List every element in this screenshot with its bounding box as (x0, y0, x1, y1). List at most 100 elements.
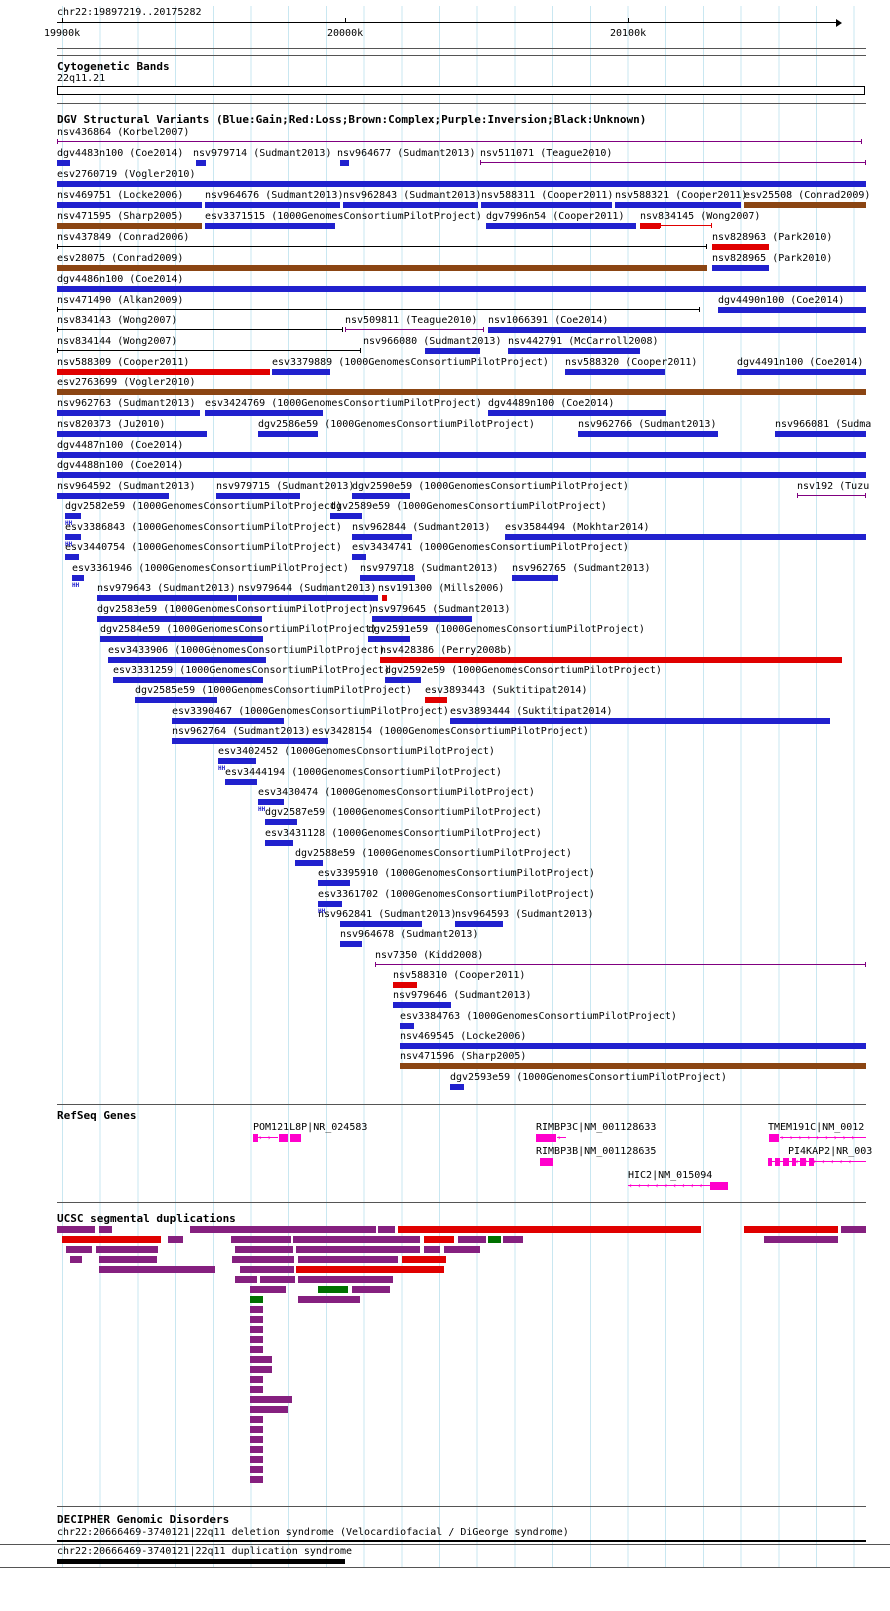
segdup-bar[interactable] (96, 1246, 158, 1253)
gene-exon[interactable] (710, 1182, 728, 1190)
variant-bar[interactable] (578, 431, 718, 437)
variant-bar[interactable] (425, 697, 447, 703)
variant-bar[interactable] (57, 472, 866, 478)
variant-bar[interactable] (196, 160, 206, 166)
variant-bar[interactable] (65, 554, 79, 560)
variant-bar[interactable] (225, 779, 257, 785)
variant-bar[interactable] (488, 327, 866, 333)
variant-bar[interactable] (640, 223, 660, 229)
variant-bar[interactable] (486, 223, 636, 229)
variant-bar[interactable] (258, 431, 318, 437)
variant-bar[interactable] (218, 758, 256, 764)
gene-exon[interactable] (783, 1158, 789, 1166)
decipher-item-duplication-label[interactable]: chr22:20666469-3740121|22q11 duplication… (57, 1546, 353, 1557)
variant-bar[interactable] (57, 431, 207, 437)
variant-bar[interactable] (65, 513, 81, 519)
variant-bar[interactable] (295, 860, 323, 866)
variant-bar[interactable] (172, 718, 284, 724)
decipher-item-deletion-label[interactable]: chr22:20666469-3740121|22q11 deletion sy… (57, 1527, 569, 1538)
variant-bar[interactable] (393, 982, 417, 988)
variant-bar[interactable] (113, 677, 263, 683)
segdup-bar[interactable] (250, 1446, 263, 1453)
variant-line[interactable] (57, 139, 862, 144)
variant-bar[interactable] (272, 369, 330, 375)
segdup-bar[interactable] (250, 1436, 263, 1443)
variant-bar[interactable] (108, 657, 266, 663)
decipher-bar[interactable] (57, 1540, 866, 1542)
variant-line[interactable] (345, 327, 484, 332)
gene-intron-line[interactable]: ››››››››› (780, 1134, 866, 1142)
variant-bar[interactable] (343, 202, 478, 208)
segdup-bar[interactable] (250, 1396, 263, 1403)
gene-exon[interactable] (279, 1134, 288, 1142)
segdup-bar[interactable] (488, 1236, 501, 1243)
variant-bar[interactable] (330, 513, 362, 519)
variant-bar[interactable] (508, 348, 640, 354)
variant-bar[interactable] (238, 595, 378, 601)
variant-bar[interactable] (258, 799, 284, 805)
segdup-bar[interactable] (231, 1236, 291, 1243)
variant-bar[interactable] (400, 1043, 866, 1049)
segdup-bar[interactable] (168, 1236, 183, 1243)
variant-bar[interactable] (372, 616, 472, 622)
variant-bar[interactable] (352, 534, 412, 540)
variant-bar[interactable] (400, 1023, 414, 1029)
variant-bar[interactable] (57, 223, 202, 229)
cytoband-box[interactable] (57, 86, 865, 95)
variant-bar[interactable] (512, 575, 558, 581)
segdup-bar[interactable] (293, 1236, 420, 1243)
variant-bar[interactable] (57, 493, 169, 499)
segdup-bar[interactable] (57, 1226, 95, 1233)
variant-bar[interactable] (57, 452, 866, 458)
segdup-bar[interactable] (250, 1336, 263, 1343)
gene-exon[interactable] (769, 1134, 779, 1142)
segdup-bar[interactable] (70, 1256, 82, 1263)
segdup-bar[interactable] (764, 1236, 838, 1243)
gene-exon[interactable] (809, 1158, 814, 1166)
variant-bar[interactable] (382, 595, 387, 601)
gene-intron-line[interactable]: ›› (258, 1134, 278, 1142)
variant-line[interactable] (660, 223, 712, 228)
segdup-bar[interactable] (298, 1296, 360, 1303)
variant-bar[interactable] (360, 575, 415, 581)
variant-bar[interactable] (712, 244, 769, 250)
segdup-bar[interactable] (444, 1246, 480, 1253)
gene-exon[interactable] (768, 1158, 772, 1166)
gene-intron-line[interactable]: ‹‹‹‹‹‹‹‹‹ (628, 1182, 710, 1190)
segdup-bar[interactable] (378, 1226, 395, 1233)
variant-bar[interactable] (352, 554, 366, 560)
variant-bar[interactable] (205, 223, 335, 229)
variant-bar[interactable] (368, 636, 410, 642)
variant-bar[interactable] (450, 718, 830, 724)
variant-bar[interactable] (318, 901, 342, 907)
segdup-bar[interactable] (262, 1366, 272, 1373)
variant-bar[interactable] (400, 1063, 866, 1069)
variant-bar[interactable] (505, 534, 866, 540)
segdup-bar[interactable] (424, 1236, 454, 1243)
variant-bar[interactable] (57, 286, 866, 292)
segdup-bar[interactable] (744, 1226, 838, 1233)
variant-bar[interactable] (718, 307, 866, 313)
segdup-bar[interactable] (235, 1276, 257, 1283)
variant-bar[interactable] (744, 202, 866, 208)
variant-bar[interactable] (205, 410, 323, 416)
segdup-bar[interactable] (240, 1266, 294, 1273)
variant-bar[interactable] (265, 840, 293, 846)
variant-bar[interactable] (565, 369, 665, 375)
segdup-bar[interactable] (250, 1356, 263, 1363)
variant-bar[interactable] (340, 921, 422, 927)
segdup-bar[interactable] (402, 1256, 446, 1263)
segdup-bar[interactable] (318, 1286, 348, 1293)
variant-bar[interactable] (57, 265, 707, 271)
segdup-bar[interactable] (458, 1236, 486, 1243)
segdup-bar[interactable] (250, 1346, 263, 1353)
segdup-bar[interactable] (296, 1266, 444, 1273)
variant-bar[interactable] (100, 636, 263, 642)
segdup-bar[interactable] (352, 1286, 390, 1293)
variant-line[interactable] (375, 962, 866, 967)
segdup-bar[interactable] (250, 1306, 263, 1313)
gene-exon[interactable] (775, 1158, 780, 1166)
variant-bar[interactable] (57, 160, 70, 166)
segdup-bar[interactable] (250, 1386, 263, 1393)
variant-bar[interactable] (455, 921, 503, 927)
